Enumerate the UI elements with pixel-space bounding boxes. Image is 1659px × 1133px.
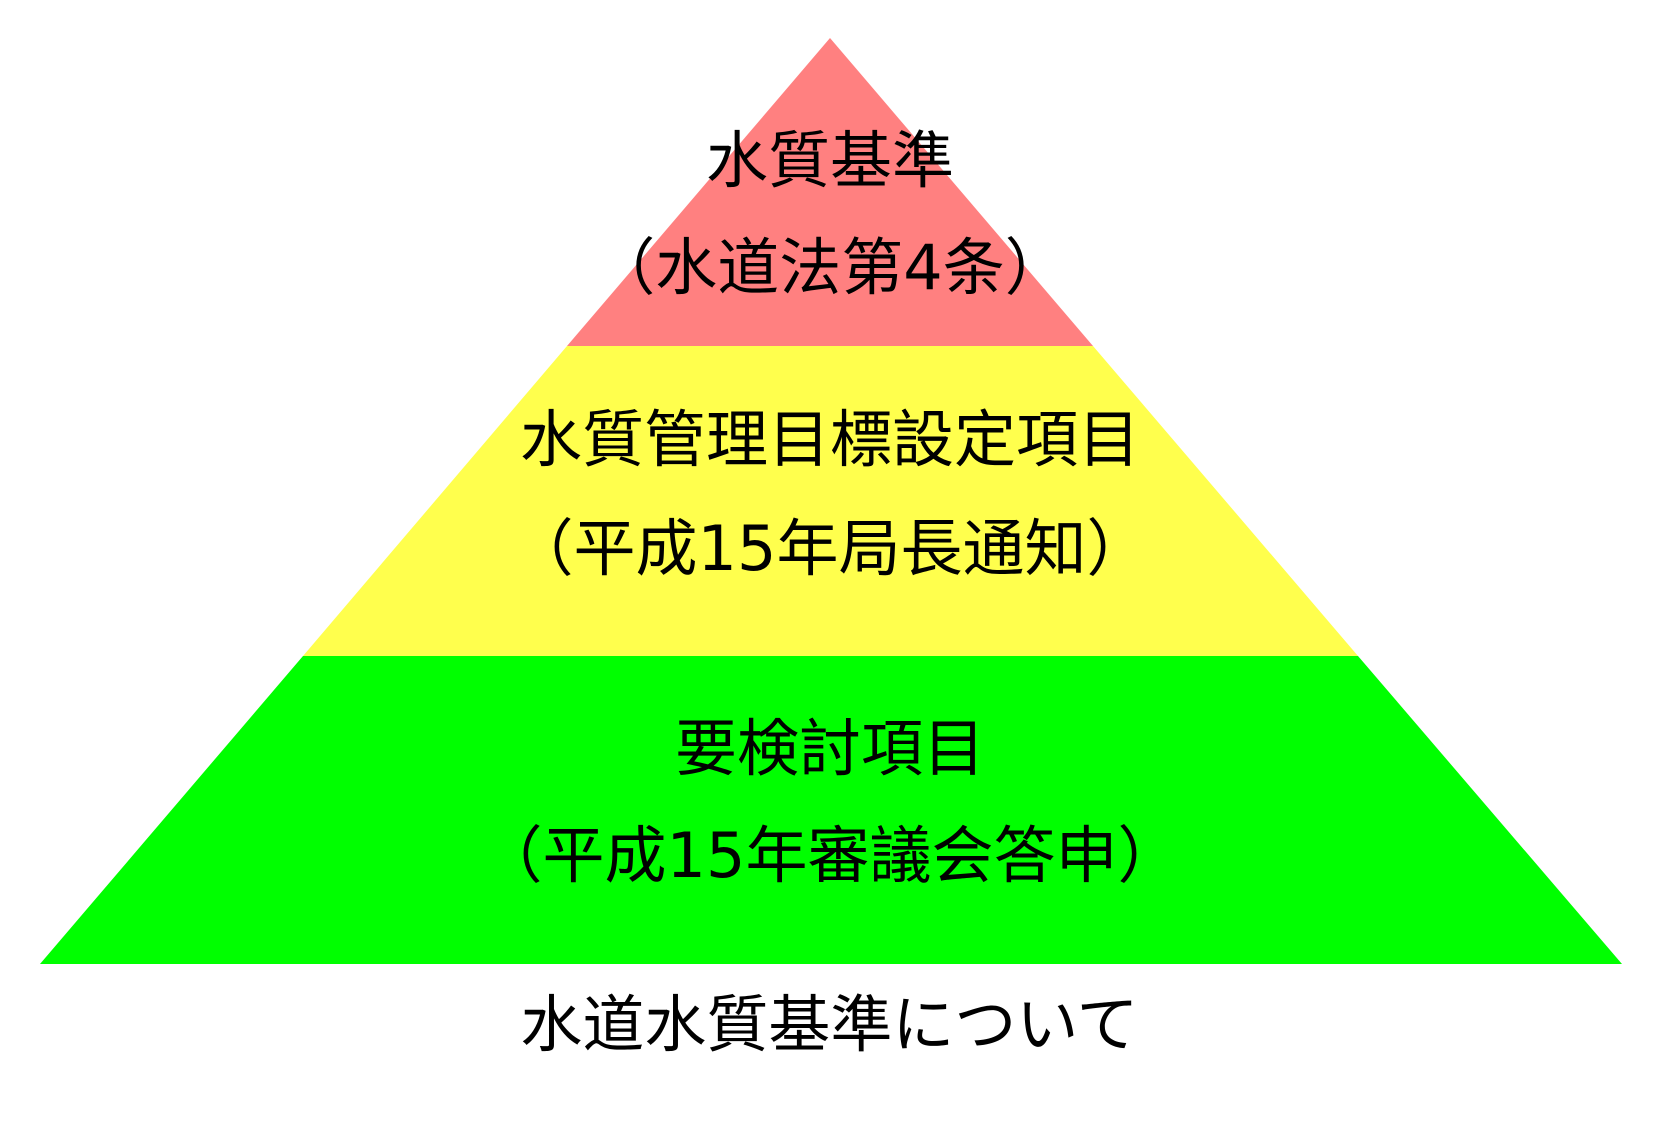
tier-top-shape — [567, 38, 1093, 346]
tier-bottom-title: 要検討項目 — [675, 712, 985, 785]
diagram-caption: 水道水質基準について — [520, 988, 1139, 1061]
tier-bottom-subtitle: （平成15年審議会答申） — [481, 819, 1180, 892]
tier-middle-shape — [303, 346, 1358, 656]
tier-bottom-shape — [40, 656, 1622, 964]
tier-middle-title: 水質管理目標設定項目 — [520, 403, 1140, 476]
tier-top-subtitle: （水道法第4条） — [593, 231, 1066, 304]
tier-middle-subtitle: （平成15年局長通知） — [512, 512, 1149, 585]
tier-top-title: 水質基準 — [706, 124, 954, 197]
